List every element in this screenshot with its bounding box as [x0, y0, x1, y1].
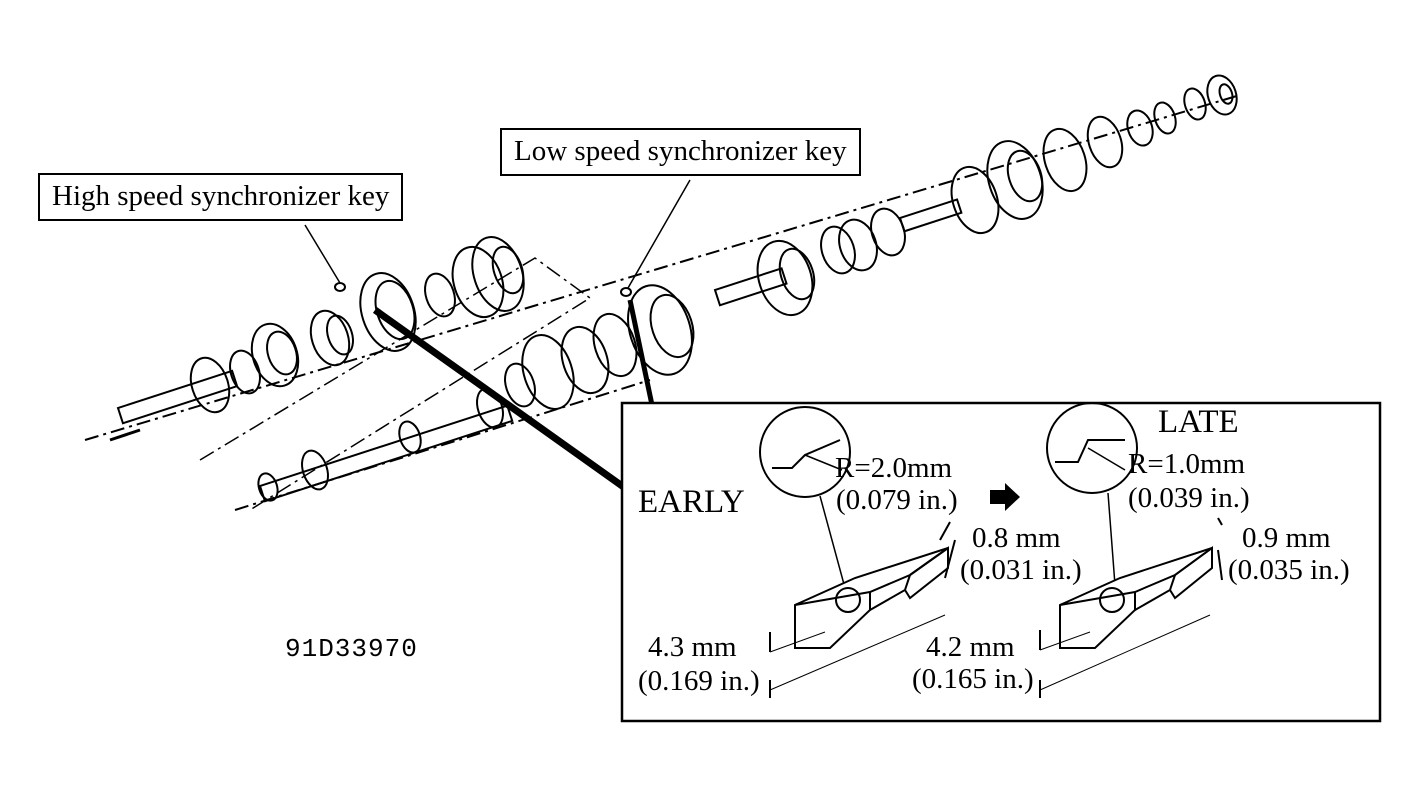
- late-width-in: (0.165 in.): [912, 663, 1034, 695]
- high-speed-synchronizer-key-callout: High speed synchronizer key: [38, 173, 404, 221]
- late-magnifier-circle: [1046, 402, 1138, 586]
- late-radius-in: (0.039 in.): [1128, 482, 1250, 514]
- late-width-mm: 4.2 mm: [926, 631, 1015, 663]
- low-speed-detail-pointer: [627, 299, 655, 406]
- input-shaft: [109, 349, 261, 442]
- alignment-frame: [199, 257, 592, 511]
- right-arrow-icon: [990, 483, 1020, 511]
- early-width-mm: 4.3 mm: [648, 631, 737, 663]
- high-speed-detail-pointer: [372, 307, 628, 491]
- high-speed-leader: [304, 224, 341, 284]
- late-synchronizer-key: [1039, 517, 1223, 698]
- late-thickness-in: (0.035 in.): [1228, 554, 1350, 586]
- high-speed-synchronizer-assembly: [250, 236, 525, 388]
- early-synchronizer-key: [769, 521, 956, 698]
- early-radius-mm: R=2.0mm: [835, 452, 953, 484]
- early-magnifier-circle: [759, 406, 851, 589]
- detail-panel: [620, 401, 1382, 723]
- early-thickness-mm: 0.8 mm: [972, 522, 1061, 554]
- early-title: EARLY: [638, 484, 745, 520]
- late-thickness-mm: 0.9 mm: [1242, 522, 1331, 554]
- early-radius-in: (0.079 in.): [836, 484, 958, 516]
- figure-code: 91D33970: [285, 634, 418, 664]
- counter-shaft: [257, 387, 514, 503]
- late-radius-mm: R=1.0mm: [1128, 448, 1246, 480]
- main-shaft-centerline: [84, 94, 1241, 441]
- late-title: LATE: [1158, 404, 1239, 440]
- low-speed-synchronizer-key-callout: Low speed synchronizer key: [500, 128, 861, 176]
- early-width-in: (0.169 in.): [638, 665, 760, 697]
- low-speed-leader: [627, 179, 691, 289]
- low-speed-synchronizer-assembly: [504, 284, 695, 410]
- main-shaft-rear: [713, 74, 1238, 317]
- counter-shaft-centerline: [234, 379, 651, 511]
- early-thickness-in: (0.031 in.): [960, 554, 1082, 586]
